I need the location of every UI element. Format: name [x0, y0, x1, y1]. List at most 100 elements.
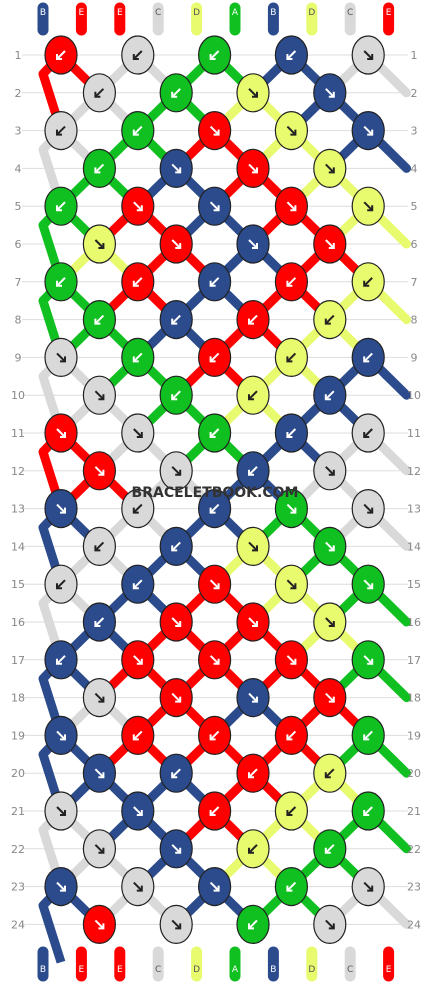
knot-arrowhead	[213, 583, 220, 590]
knot-arrowhead	[56, 658, 62, 665]
knot	[82, 224, 117, 264]
knot-arrowhead	[175, 696, 182, 703]
knot-arrow	[363, 428, 373, 438]
watermark-text: BRACELETBOOK.COM	[132, 485, 299, 501]
knot-arrowhead	[367, 205, 374, 212]
knot-arrowhead	[290, 507, 297, 514]
knot-arrowhead	[209, 356, 216, 363]
knot	[44, 111, 78, 151]
knot-arrow	[248, 314, 258, 325]
knot-arrowhead	[290, 658, 297, 665]
knot	[236, 73, 270, 113]
knot	[236, 753, 270, 793]
row-number-right: 20	[407, 767, 421, 780]
knot	[82, 451, 117, 491]
knot-arrowhead	[94, 545, 101, 552]
knot-arrowhead	[132, 129, 139, 136]
knot-arrowhead	[324, 394, 331, 401]
knot-arrowhead	[286, 54, 293, 60]
knot	[121, 337, 155, 377]
knot-arrow	[248, 466, 258, 476]
top-strand-label: D	[308, 8, 315, 18]
row-number-right: 18	[407, 692, 421, 705]
knot-arrow	[325, 692, 335, 703]
knot	[121, 715, 155, 756]
knot-arrow	[209, 352, 220, 363]
knot-arrowhead	[171, 318, 178, 325]
knot-arrowhead	[136, 885, 143, 892]
knot-arrowhead	[136, 658, 143, 665]
knot-arrow	[325, 163, 335, 174]
row-number-left: 16	[11, 616, 25, 629]
knot	[351, 715, 385, 756]
knot	[82, 526, 117, 567]
knot-arrow	[133, 50, 143, 60]
knot-arrow	[209, 881, 220, 892]
row-number-right: 6	[411, 238, 418, 251]
knot	[159, 526, 193, 567]
row-number-right: 13	[407, 503, 421, 516]
knot	[44, 640, 78, 680]
knot-arrowhead	[252, 696, 258, 703]
row-number-left: 2	[15, 87, 22, 100]
knot-arrow	[286, 50, 297, 60]
knot-arrow	[56, 277, 66, 287]
knot	[121, 564, 155, 604]
knot-arrow	[248, 919, 258, 930]
row-number-left: 4	[15, 162, 22, 175]
knot-arrow	[209, 277, 220, 287]
knot-arrow	[209, 579, 220, 589]
knot-arrow	[94, 239, 105, 249]
knot-arrow	[248, 163, 258, 174]
knot-arrowhead	[136, 810, 143, 816]
knot-arrowhead	[367, 885, 374, 892]
knot-arrowhead	[209, 280, 216, 287]
knot	[198, 791, 232, 831]
knot	[236, 829, 270, 869]
knot-arrowhead	[324, 847, 331, 854]
knot	[44, 489, 78, 529]
knot-arrow	[94, 617, 105, 627]
top-strand-label: E	[117, 8, 123, 18]
row-number-right: 16	[407, 616, 421, 629]
row-number-left: 11	[11, 427, 25, 440]
knot-arrowhead	[98, 847, 105, 854]
knot	[236, 602, 270, 642]
knot-arrowhead	[94, 621, 101, 627]
top-strand-label: B	[40, 8, 46, 18]
knot-arrow	[133, 503, 143, 514]
knot-arrowhead	[175, 469, 182, 476]
knot	[198, 111, 232, 151]
top-strand-label: C	[347, 8, 353, 18]
knot	[274, 337, 308, 377]
knot-arrowhead	[363, 356, 370, 363]
knot	[313, 224, 347, 264]
knot	[236, 300, 270, 340]
knot-arrowhead	[328, 545, 335, 552]
knot-arrowhead	[209, 507, 216, 514]
row-number-right: 8	[411, 314, 418, 327]
knot-arrow	[248, 239, 258, 249]
knot-arrow	[94, 541, 105, 552]
knot-arrow	[325, 314, 335, 325]
knot-arrow	[363, 579, 373, 589]
knot-arrow	[56, 579, 66, 589]
knot-arrow	[171, 541, 181, 552]
top-strand-label: E	[386, 8, 392, 18]
row-number-left: 10	[11, 389, 25, 402]
knot-arrowhead	[324, 318, 331, 325]
knot-arrowhead	[290, 583, 297, 590]
knot-arrow	[133, 730, 143, 741]
knot-arrow	[56, 503, 66, 514]
knot	[44, 262, 78, 302]
knot	[313, 904, 347, 945]
knot	[198, 35, 232, 75]
row-number-right: 4	[411, 162, 418, 175]
knot	[236, 526, 270, 567]
knot-arrowhead	[56, 583, 62, 590]
knot-arrow	[133, 655, 143, 665]
knot-arrow	[325, 768, 335, 778]
row-number-right: 2	[411, 87, 418, 100]
